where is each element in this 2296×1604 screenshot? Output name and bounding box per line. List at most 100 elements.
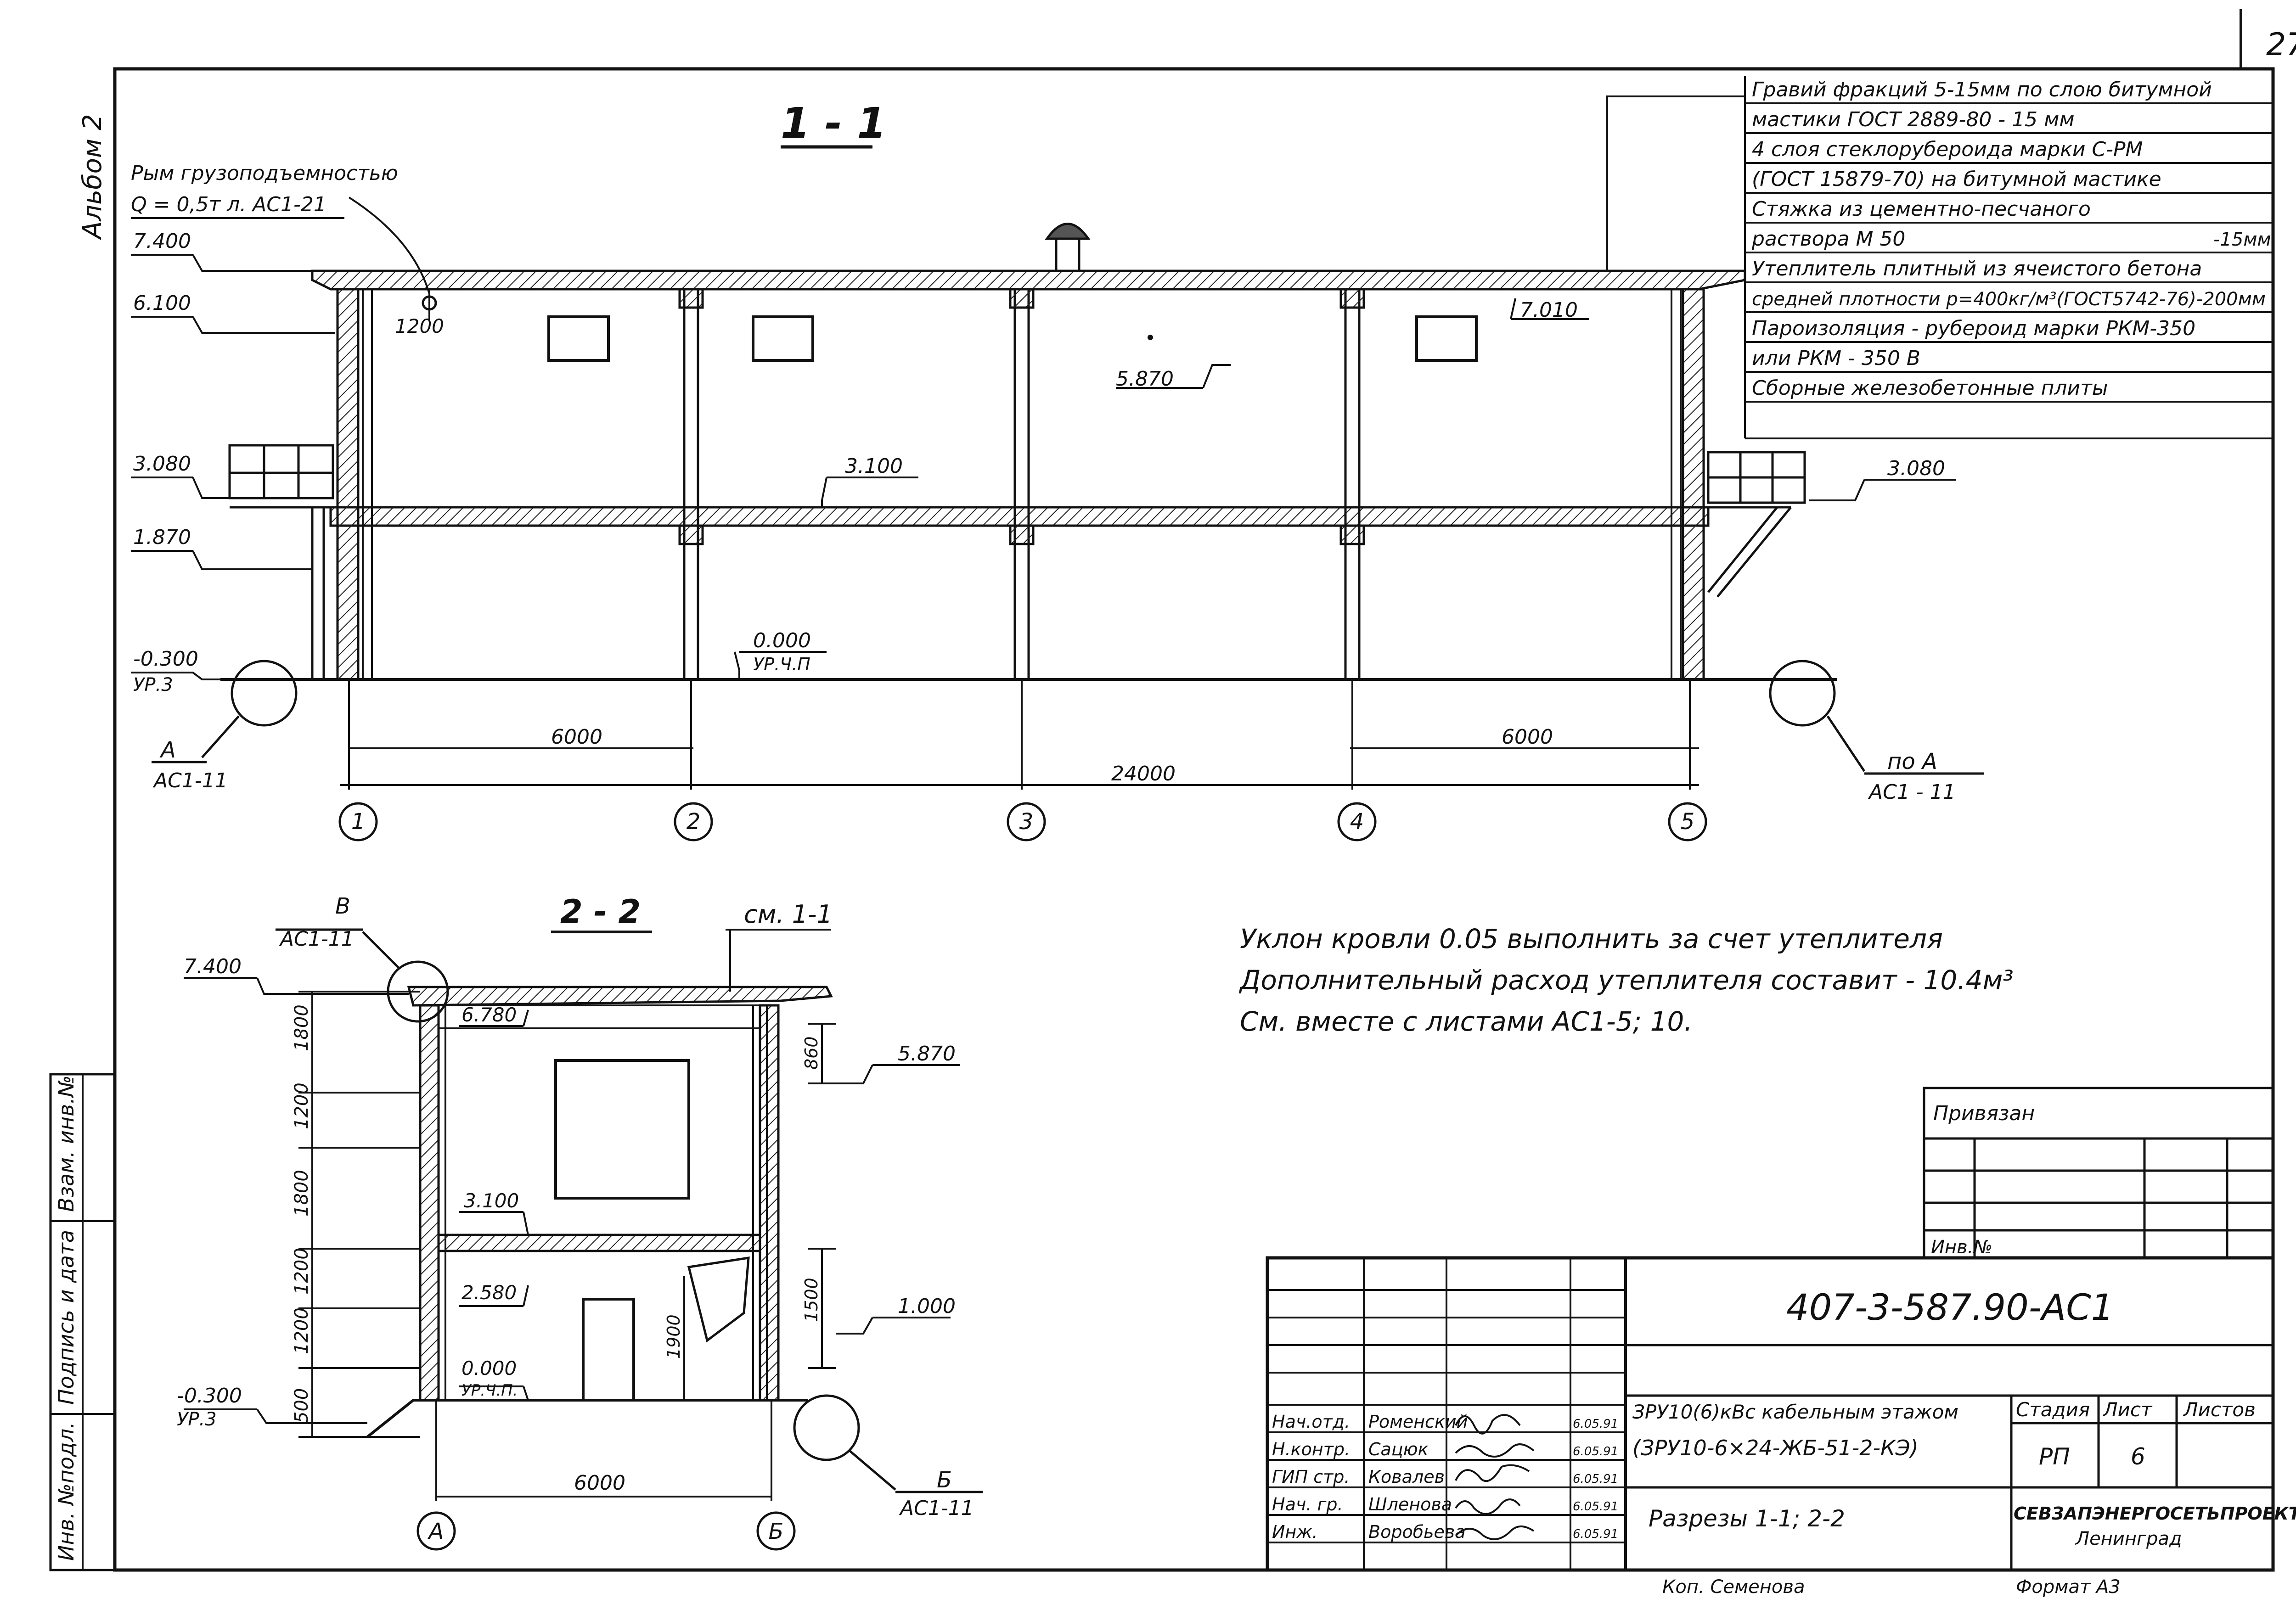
level-urchp: УР.Ч.П — [753, 654, 810, 674]
dim-1500: 1500 — [801, 1278, 822, 1322]
dim-1900: 1900 — [664, 1314, 684, 1359]
cable-entry — [687, 1256, 750, 1343]
axis-3-label: 3 — [1019, 809, 1034, 835]
axis-4-label: 4 — [1350, 809, 1364, 835]
side-album-label: Альбом 2 — [78, 114, 107, 240]
staff-date-2: 6.05.91 — [1573, 1445, 1618, 1458]
sheet-value: 6 — [2131, 1443, 2145, 1470]
spec-line-6: раствора М 50 — [1751, 227, 1905, 251]
spec-line-9: Пароизоляция - рубероид марки РКМ-350 — [1752, 317, 2195, 340]
s2-level-2580: 2.580 — [461, 1281, 517, 1304]
s2-level-ur3: УР.3 — [177, 1409, 217, 1430]
staff-name-1: Роменский — [1368, 1412, 1468, 1432]
section-2-right-wall — [759, 1004, 780, 1402]
staff-date-5: 6.05.91 — [1573, 1527, 1618, 1541]
s2-dim-6000: 6000 — [574, 1471, 625, 1495]
stage-header: Стадия — [2016, 1398, 2090, 1421]
floor-slab — [329, 506, 1710, 527]
left-level-marks — [131, 254, 335, 680]
vdim-5: 1200 — [291, 1307, 312, 1354]
staff-role-1: Нач.отд. — [1272, 1412, 1350, 1432]
lower-door — [582, 1298, 635, 1402]
section-2-floor-slab — [437, 1234, 761, 1252]
level-6100: 6.100 — [133, 292, 191, 315]
callout-v-circle — [387, 960, 449, 1023]
s2-level-1000: 1.000 — [898, 1295, 956, 1318]
stage-value: РП — [2039, 1443, 2070, 1470]
dim-1200: 1200 — [395, 315, 444, 337]
axis-3-bubble — [1007, 802, 1046, 841]
axis-2-label: 2 — [687, 809, 701, 835]
crane-label-1: Рым грузоподъемностью — [131, 162, 398, 185]
object-name-2: (ЗРУ10-6×24-ЖБ-51-2-КЭ) — [1632, 1436, 1919, 1460]
staff-name-4: Шленова — [1368, 1494, 1452, 1514]
sheet-header: Лист — [2102, 1398, 2153, 1421]
callout-b-sheet: АС1-11 — [899, 1497, 974, 1520]
axis-2-bubble — [674, 802, 713, 841]
bound-label: Привязан — [1933, 1102, 2035, 1125]
stamp-signature-date: Подпись и дата — [54, 1230, 79, 1405]
roof-slab — [311, 269, 1746, 291]
roof-vent-icon — [1045, 223, 1091, 272]
vdim-2: 1200 — [291, 1082, 312, 1129]
spec-line-6-thickness: -15мм — [2213, 229, 2271, 250]
section-1-1-title: 1 - 1 — [781, 99, 886, 148]
roof-spec: Гравий фракций 5-15мм по слою битумной м… — [1744, 76, 2273, 439]
staff-date-1: 6.05.91 — [1573, 1417, 1618, 1431]
title-block — [1266, 1256, 2275, 1572]
staff-date-3: 6.05.91 — [1573, 1472, 1618, 1486]
level-3080-left: 3.080 — [133, 452, 191, 476]
left-wall — [336, 288, 360, 681]
staff-role-5: Инж. — [1272, 1522, 1318, 1542]
notes: Уклон кровли 0.05 выполнить за счет утеп… — [1238, 923, 2014, 1037]
format-label: Формат А3 — [2016, 1576, 2121, 1598]
callout-po-a-letter: по А — [1887, 749, 1937, 774]
axis-1-bubble — [338, 802, 378, 841]
s2-level-6780: 6.780 — [461, 1004, 517, 1026]
copied-by: Коп. Семенова — [1662, 1576, 1805, 1598]
callout-a-circle — [231, 660, 298, 727]
s2-level-7400: 7.400 — [184, 955, 242, 978]
s2-level-urchp: УР.Ч.П. — [461, 1381, 518, 1400]
s2-level-minus-0300: -0.300 — [177, 1384, 242, 1408]
staff-name-5: Воробьева — [1368, 1522, 1466, 1542]
staff-name-2: Сацюк — [1368, 1439, 1429, 1459]
s2-level-3100: 3.100 — [464, 1189, 519, 1212]
right-wall — [1682, 288, 1705, 681]
left-stamp: Инв. №подл. Подпись и дата Взам. инв.№ — [49, 1073, 116, 1571]
dim-860: 860 — [801, 1036, 822, 1070]
axis-5-bubble — [1668, 802, 1707, 841]
section-1-1: 1 - 1 — [131, 95, 1984, 841]
drawing-code: 407-3-587.90-АС1 — [1786, 1287, 2114, 1329]
windows — [547, 315, 1478, 362]
callout-po-a-circle — [1769, 660, 1836, 727]
upper-opening — [554, 1059, 690, 1200]
dimension-lines — [340, 679, 1699, 790]
staff-role-4: Нач. гр. — [1272, 1494, 1343, 1514]
s2-level-0000: 0.000 — [461, 1357, 517, 1380]
staff-date-4: 6.05.91 — [1573, 1500, 1618, 1514]
callout-b-circle — [793, 1394, 860, 1461]
spec-line-5: Стяжка из цементно-песчаного — [1752, 197, 2091, 221]
spec-line-10: или РКМ - 350 В — [1752, 347, 1920, 370]
page-number: 27 — [2266, 27, 2296, 63]
callout-po-a-sheet: АС1 - 11 — [1868, 780, 1956, 804]
spec-line-2: мастики ГОСТ 2889-80 - 15 мм — [1752, 108, 2075, 131]
note-2: Дополнительный расход утеплителя состави… — [1238, 965, 2014, 996]
section-2-2: 2 - 2 см. 1-1 — [177, 893, 983, 1551]
axis-1-label: 1 — [351, 809, 366, 835]
level-7010: 7.010 — [1520, 298, 1578, 322]
level-0000: 0.000 — [753, 629, 811, 652]
columns — [678, 288, 1365, 681]
staff-name-3: Ковалев — [1368, 1467, 1445, 1487]
callout-v-letter: В — [335, 893, 350, 919]
dim-6000-right: 6000 — [1502, 725, 1553, 749]
callout-a-letter: А — [159, 737, 176, 763]
callout-b-letter: Б — [937, 1467, 952, 1493]
vdim-3: 1800 — [291, 1170, 312, 1217]
sheet-title: Разрезы 1-1; 2-2 — [1649, 1505, 1845, 1532]
vertical-dim-chain — [298, 991, 420, 1438]
stamp-inv-podl: Инв. №подл. — [54, 1422, 79, 1561]
